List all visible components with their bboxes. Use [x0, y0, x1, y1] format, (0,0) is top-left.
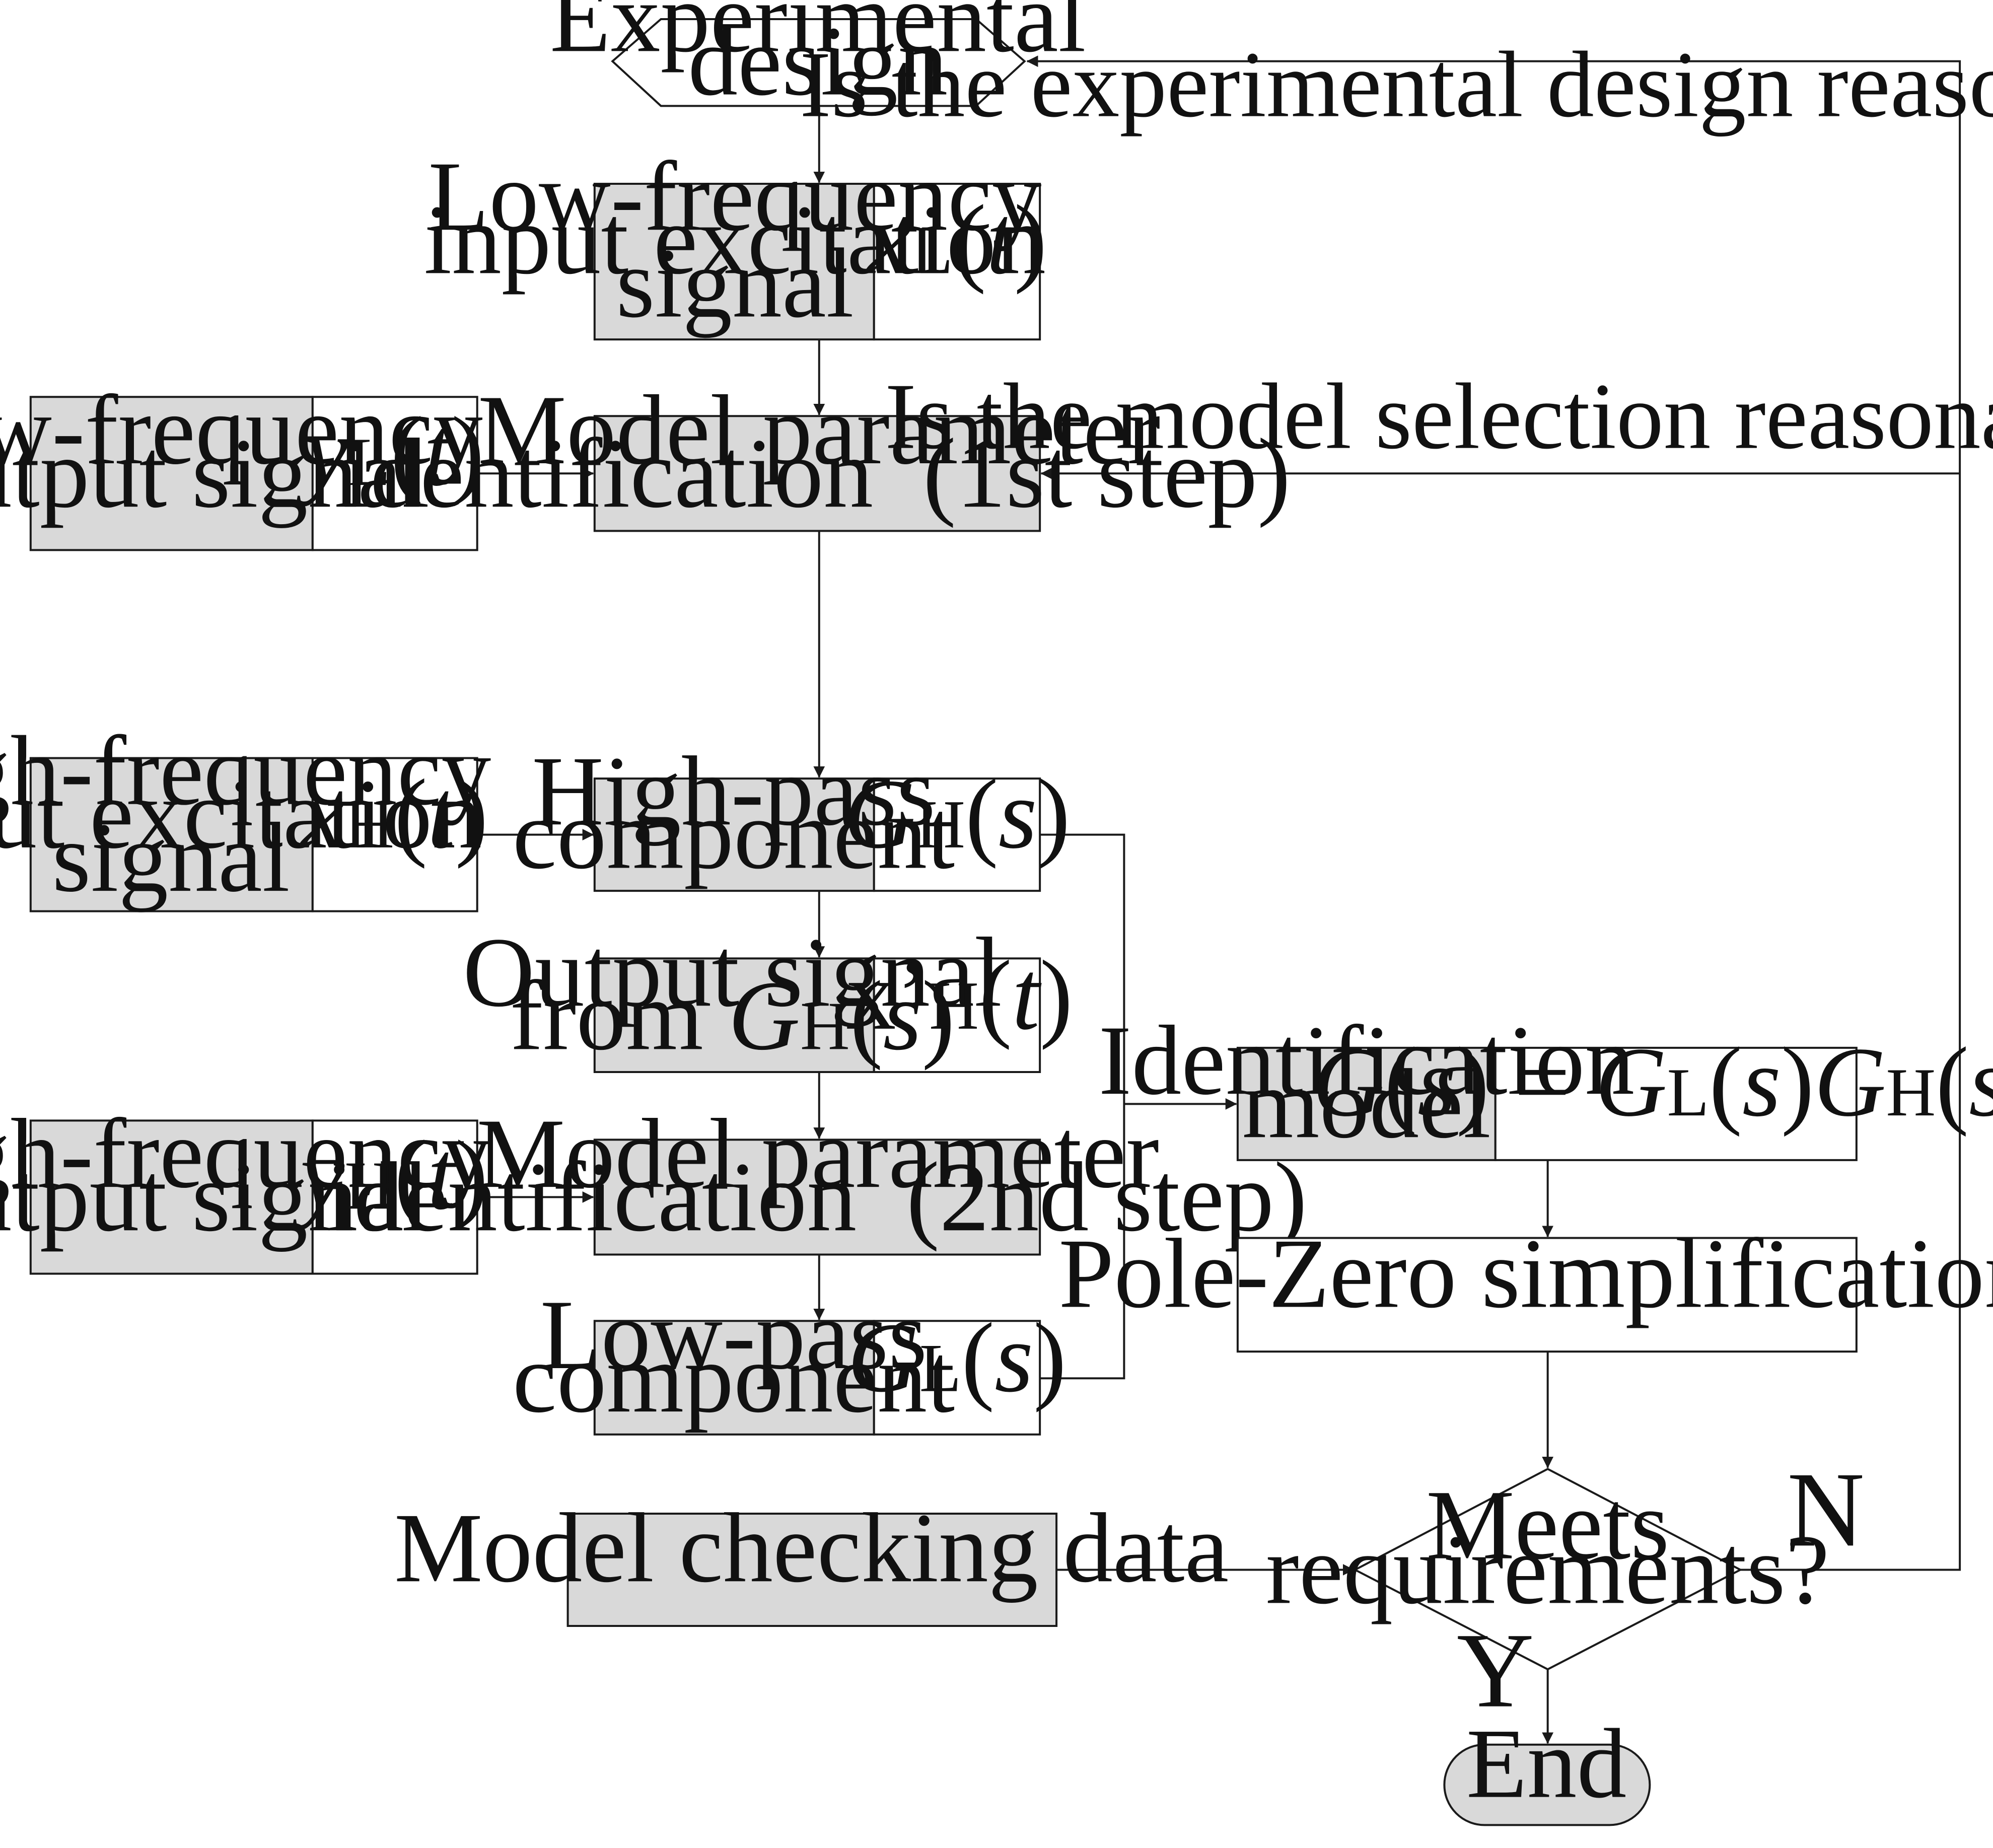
identification-model-formula: G(s) = GL(s)GH(s) [1312, 1027, 1993, 1137]
question-experimental-design: Is the experimental design reasonable? [800, 32, 1993, 137]
model-param-1-line2: identification (1st step) [342, 418, 1291, 528]
experimental-design-node: Experimental design [550, 0, 1086, 116]
model-param-2-line2: identification (2nd step) [326, 1142, 1307, 1252]
low-pass-label-box [595, 1321, 874, 1435]
experimental-design-shape [612, 19, 1024, 106]
low-pass-symbol: GL(s) [847, 1303, 1066, 1413]
meets-requirements-node: Meets requirements? [1266, 1469, 1829, 1669]
model-param-1-node: Model parameter identification (1st step… [342, 375, 1291, 531]
low-freq-input-label-line1: Low-frequency [428, 141, 1041, 251]
model-checking-box [568, 1514, 1056, 1626]
high-freq-input-label-line1: High-frequency [0, 716, 491, 826]
pole-zero-label: Pole-Zero simplification [1058, 1218, 1993, 1328]
no-branch-label: N [1787, 1450, 1865, 1569]
low-freq-input-symbol-box [874, 184, 1040, 339]
low-freq-output-label-line2: output signal [0, 418, 430, 528]
high-freq-input-node: High-frequency input excitation signal x… [0, 716, 491, 912]
output-from-gh-label-box [595, 958, 874, 1072]
low-pass-label-line2: component [513, 1323, 955, 1433]
high-freq-input-label-box [31, 758, 313, 911]
high-freq-output-label-line2: output signal [0, 1142, 430, 1252]
meets-requirements-diamond [1355, 1469, 1740, 1669]
meets-requirements-line1: Meets [1426, 1470, 1669, 1580]
high-freq-output-label-line1: High-frequency [0, 1098, 491, 1209]
identification-model-label-line2: model [1242, 1048, 1491, 1159]
high-pass-symbol: GH(s) [843, 759, 1070, 869]
output-from-gh-line1: Output signal [463, 917, 1002, 1027]
model-param-2-line1: Model parameter [477, 1098, 1159, 1209]
output-from-gh-node: Output signal from GH(s) x’H(t) [463, 917, 1073, 1072]
connectors [477, 55, 1960, 1744]
question-model-selection: Is the model selection reasonable? [885, 364, 1993, 469]
low-freq-input-symbol: xL(t) [866, 184, 1047, 295]
high-pass-label-line2: component [513, 779, 955, 889]
model-param-1-line1: Model parameter [478, 375, 1160, 485]
model-param-1-box [595, 416, 1040, 531]
model-checking-label: Model checking data [394, 1492, 1229, 1603]
low-pass-node: Low-pass component GL(s) [513, 1280, 1066, 1435]
low-freq-output-label-box [31, 397, 313, 550]
pole-zero-box [1238, 1238, 1857, 1352]
end-terminator [1444, 1745, 1650, 1825]
high-freq-input-symbol: xH(t) [299, 759, 488, 869]
yes-branch-label: Y [1457, 1611, 1534, 1730]
high-freq-output-symbol: yH(t) [292, 1120, 488, 1230]
output-from-gh-line2: from GH(s) [510, 960, 955, 1071]
high-freq-input-symbol-box [313, 758, 477, 911]
feedback-line-no [1026, 55, 1960, 1570]
high-freq-input-label-line2: input excitation [0, 759, 482, 869]
end-label: End [1466, 1709, 1626, 1819]
line-highpass-to-bus [1040, 835, 1124, 1379]
model-checking-node: Model checking data [394, 1492, 1229, 1626]
low-freq-input-node: Low-frequency input excitation signal xL… [424, 141, 1047, 339]
high-freq-input-label-line3: signal [52, 802, 290, 912]
output-from-gh-symbol: x’H(t) [846, 940, 1073, 1050]
output-from-gh-symbol-box [874, 958, 1040, 1072]
low-pass-symbol-box [874, 1321, 1040, 1435]
model-param-2-node: Model parameter identification (2nd step… [326, 1098, 1307, 1254]
high-freq-output-symbol-box [313, 1120, 477, 1273]
identification-model-label-box [1238, 1048, 1496, 1160]
identification-model-node: Identification model G(s) = GL(s)GH(s) [1099, 1005, 1993, 1160]
high-freq-output-node: High-frequency output signal yH(t) [0, 1098, 491, 1273]
low-freq-output-node: Low-frequency output signal yL(t) [0, 375, 484, 550]
low-freq-input-label-line3: signal [616, 228, 854, 338]
experimental-design-line1: Experimental [550, 0, 1086, 73]
high-pass-symbol-box [874, 778, 1040, 891]
low-freq-input-label-box [595, 184, 874, 339]
high-pass-label-line1: High-pass [532, 736, 935, 846]
low-freq-input-label-line2: input excitation [424, 184, 1046, 295]
low-pass-label-line1: Low-pass [540, 1280, 927, 1390]
low-freq-output-symbol-box [313, 397, 477, 550]
low-freq-output-symbol: yL(t) [296, 396, 484, 507]
experimental-design-line2: design [688, 6, 948, 116]
end-node: End [1444, 1709, 1650, 1825]
low-freq-output-label-line1: Low-frequency [0, 375, 483, 485]
pole-zero-node: Pole-Zero simplification [1058, 1218, 1993, 1352]
identification-model-label-line1: Identification [1099, 1005, 1635, 1115]
meets-requirements-line2: requirements? [1266, 1514, 1829, 1624]
identification-model-formula-box [1496, 1048, 1857, 1160]
high-pass-node: High-pass component GH(s) [513, 736, 1070, 891]
model-param-2-box [595, 1140, 1040, 1254]
